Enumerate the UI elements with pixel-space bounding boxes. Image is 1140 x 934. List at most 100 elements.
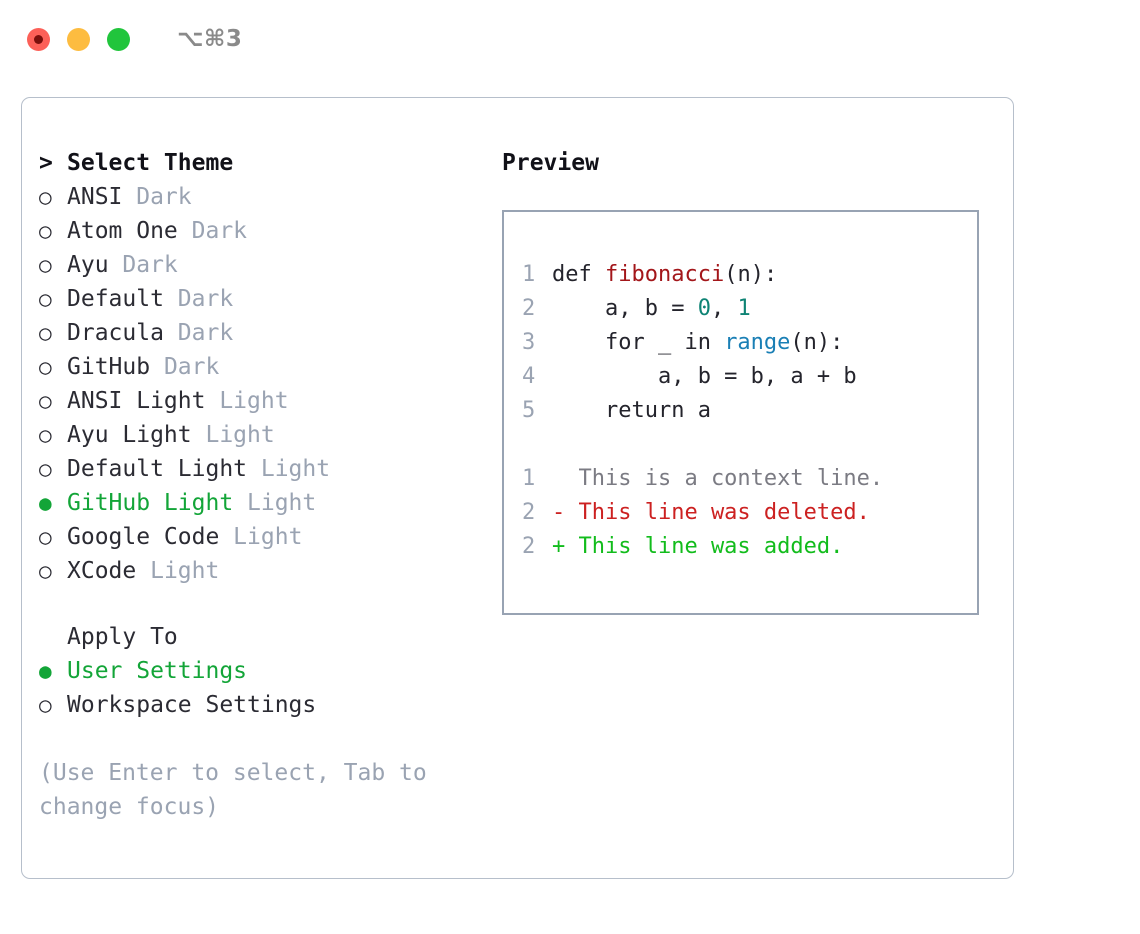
code-token: fibonacci [604,262,725,287]
line-number: 1 [522,466,536,491]
theme-name: Default [67,286,164,312]
code-line: 2 a, b = 0, 1 [522,292,977,326]
code-line-content: a, b = 0, 1 [552,292,751,326]
code-line: 4 a, b = b, a + b [522,360,977,394]
theme-list-item[interactable]: ○ GitHub Dark [39,350,492,384]
theme-list-item[interactable]: ○ Default Dark [39,282,492,316]
keyboard-hint: (Use Enter to select, Tab to change focu… [39,760,427,820]
preview-title: Preview [502,150,599,176]
window-controls [27,27,130,51]
theme-variant-tag: Dark [108,252,178,278]
code-token: a, b = [552,296,698,321]
code-token: def [552,262,605,287]
theme-name: ANSI [67,184,123,210]
diff-line-content: - This line was deleted. [552,500,870,525]
diff-line-content: This is a context line. [552,466,884,491]
code-token: (n): [724,262,778,287]
code-line-content: def fibonacci(n): [552,258,777,292]
apply-to-option-label: Workspace Settings [67,692,317,718]
line-number: 2 [522,296,536,321]
radio-unselected-icon: ○ [39,219,52,243]
theme-list-item[interactable]: ○Google Code Light [39,520,492,554]
code-token: for _ in [552,330,725,355]
diff-line: 2- This line was deleted. [522,496,977,530]
diff-line: 1 This is a context line. [522,462,977,496]
code-line-content: return a [552,394,711,428]
theme-name: Dracula [67,320,164,346]
theme-variant-tag: Light [247,456,331,482]
diff-sample: 1 This is a context line.2- This line wa… [522,462,977,564]
code-token: , [710,296,738,321]
theme-list-item[interactable]: ○ XCode Light [39,554,492,588]
main-panel: > Select Theme ○ANSI Dark○Atom One Dark○… [21,97,1014,879]
code-token: a, b = b, a + b [552,364,857,389]
code-diff-separator [522,428,977,462]
code-token: return a [552,398,711,423]
radio-unselected-icon: ○ [39,321,52,345]
theme-list-item[interactable]: ○ANSI Light Light [39,384,492,418]
theme-variant-tag: Dark [150,354,220,380]
theme-name: XCode [67,558,137,584]
theme-selector-column: > Select Theme ○ANSI Dark○Atom One Dark○… [22,146,492,878]
theme-name: Atom One [67,218,178,244]
apply-to-item[interactable]: ● User Settings [39,654,492,688]
theme-variant-tag: Dark [163,286,234,312]
theme-name: ANSI Light [67,388,206,414]
radio-unselected-icon: ○ [39,693,52,717]
maximize-button[interactable] [107,27,130,51]
apply-to-item[interactable]: ○ Workspace Settings [39,688,492,722]
line-number: 2 [522,534,536,559]
diff-line-content: + This line was added. [552,534,844,559]
theme-list: ○ANSI Dark○Atom One Dark○Ayu Dark○Defaul… [39,180,492,588]
apply-to-heading: Apply To [39,620,492,654]
select-theme-title: Select Theme [67,150,234,176]
radio-unselected-icon: ○ [39,423,52,447]
theme-variant-tag: Light [136,558,220,584]
prompt-caret-icon: > [39,150,53,176]
recording-indicator-icon [34,34,43,44]
theme-name: Ayu [67,252,109,278]
radio-unselected-icon: ○ [39,287,52,311]
line-number: 5 [522,398,536,423]
theme-list-item[interactable]: ○ Ayu Light Light [39,418,492,452]
radio-unselected-icon: ○ [39,355,52,379]
apply-to-label: Apply To [67,624,178,650]
theme-variant-tag: Dark [177,218,248,244]
theme-name: GitHub [67,354,151,380]
theme-list-item[interactable]: ○ ANSI Dark [39,180,492,214]
code-token: 1 [737,296,751,321]
theme-list-item[interactable]: ●GitHub Light Light [39,486,492,520]
line-number: 4 [522,364,536,389]
theme-variant-tag: Light [219,524,303,550]
theme-list-item[interactable]: ○ Dracula Dark [39,316,492,350]
title-bar: ⌥⌘3 [0,0,1140,78]
minimize-button[interactable] [67,27,90,51]
code-line: 1 def fibonacci(n): [522,258,977,292]
keyboard-shortcut-label: ⌥⌘3 [177,26,243,52]
code-line: 5 return a [522,394,977,428]
theme-list-item[interactable]: ○Ayu Dark [39,248,492,282]
theme-name: Google Code [67,524,220,550]
theme-list-item[interactable]: ○ Atom One Dark [39,214,492,248]
theme-variant-tag: Dark [122,184,192,210]
apply-to-spacer [39,620,67,654]
radio-unselected-icon: ○ [39,559,52,583]
theme-variant-tag: Light [191,422,275,448]
code-line-content: a, b = b, a + b [552,360,857,394]
radio-unselected-icon: ○ [39,185,52,209]
line-number: 3 [522,330,536,355]
theme-list-item[interactable]: ○Default Light Light [39,452,492,486]
line-number: 1 [522,262,536,287]
select-theme-header: > Select Theme [39,146,492,180]
diff-line: 2 + This line was added. [522,530,977,564]
close-button[interactable] [27,27,50,51]
apply-to-option-label: User Settings [67,658,248,684]
theme-name: Default Light [67,456,248,482]
radio-selected-icon: ● [39,659,52,683]
theme-name: Ayu Light [67,422,192,448]
theme-variant-tag: Dark [163,320,234,346]
